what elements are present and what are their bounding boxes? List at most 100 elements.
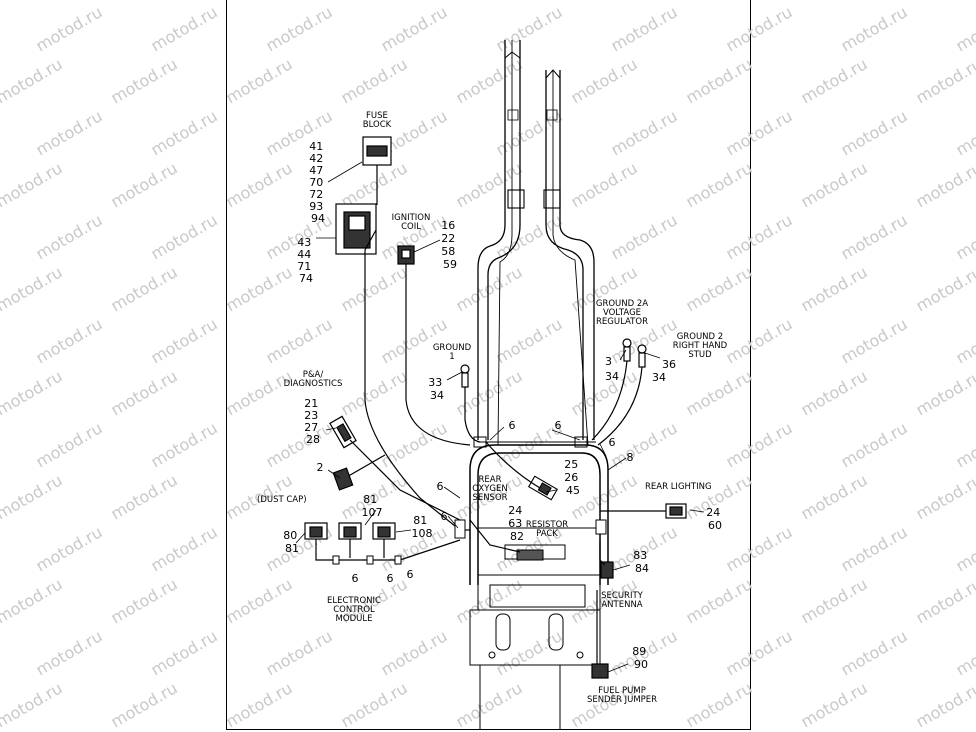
watermark-text: motod.ru [33,314,106,367]
ground-2-callouts: 36 34 [652,358,680,384]
watermark-text: motod.ru [493,106,566,159]
watermark-text: motod.ru [0,262,66,315]
resistor-pack-callouts: 24 63 82 [508,504,526,543]
watermark-text: motod.ru [913,366,976,419]
watermark-text: motod.ru [108,54,181,107]
watermark-text: motod.ru [33,626,106,679]
watermark-text: motod.ru [913,0,976,3]
ecm-callouts-b: 81 108 [412,514,433,540]
watermark-text: motod.ru [953,314,976,367]
security-antenna-icon [600,561,614,579]
watermark-text: motod.ru [378,418,451,471]
security-antenna-callouts: 83 84 [633,549,651,575]
watermark-text: motod.ru [798,54,871,107]
watermark-text: motod.ru [953,210,976,263]
watermark-text: motod.ru [223,158,296,211]
watermark-text: motod.ru [608,2,681,55]
watermark-text: motod.ru [0,678,66,731]
pa-diagnostics-label: P&A/DIAGNOSTICS [284,370,343,389]
rear-lighting-callouts: 24 60 [706,506,724,532]
relay-block-icon [335,203,377,255]
watermark-text: motod.ru [913,470,976,523]
fuse-block-icon [362,136,392,174]
watermark-text: motod.ru [108,366,181,419]
watermark-text: motod.ru [723,626,796,679]
ignition-coil-connector-icon [397,245,415,265]
relay-callouts: 43 44 71 74 [297,236,315,285]
watermark-text: motod.ru [953,522,976,575]
pa-diagnostics-connector-icon [329,415,357,449]
watermark-text: motod.ru [338,678,411,731]
watermark-text: motod.ru [953,106,976,159]
fuel-pump-jumper-icon [591,663,609,679]
dust-cap-label: (DUST CAP) [257,495,307,505]
watermark-text: motod.ru [108,158,181,211]
watermark-text: motod.ru [263,626,336,679]
ground-2a-callouts: 3 34 [605,355,619,383]
watermark-text: motod.ru [148,106,221,159]
watermark-text: motod.ru [683,574,756,627]
watermark-text: motod.ru [453,0,526,3]
watermark-text: motod.ru [798,574,871,627]
watermark-text: motod.ru [953,626,976,679]
watermark-text: motod.ru [838,626,911,679]
harness-clips [332,519,607,565]
leader-lines [295,161,705,673]
watermark-text: motod.ru [223,262,296,315]
watermark-text: motod.ru [913,574,976,627]
watermark-text: motod.ru [453,158,526,211]
watermark-text: motod.ru [913,262,976,315]
callout-8: 8 [627,451,634,464]
watermark-text: motod.ru [148,210,221,263]
watermark-text: motod.ru [0,158,66,211]
watermark-text: motod.ru [0,470,66,523]
watermark-text: motod.ru [723,2,796,55]
watermark-text: motod.ru [723,522,796,575]
callout-6-left-a: 6 [437,480,444,493]
watermark-text: motod.ru [338,0,411,3]
watermark-text: motod.ru [338,262,411,315]
oxygen-sensor-callouts: 25 26 45 [564,458,582,497]
callout-6-ecm-b: 6 [387,572,394,585]
watermark-text: motod.ru [0,0,66,3]
watermark-text: motod.ru [683,158,756,211]
watermark-text: motod.ru [953,2,976,55]
watermark-text: motod.ru [378,314,451,367]
watermark-text: motod.ru [723,418,796,471]
callout-6-top-right: 6 [555,419,562,432]
fender-assembly [469,527,601,730]
harness-wires [315,174,666,664]
watermark-text: motod.ru [108,574,181,627]
rear-lighting-connector-icon [665,503,687,519]
watermark-text: motod.ru [608,106,681,159]
watermark-text: motod.ru [223,678,296,731]
rear-oxygen-sensor-icon [527,475,559,501]
watermark-text: motod.ru [108,470,181,523]
watermark-text: motod.ru [683,678,756,731]
watermark-text: motod.ru [223,574,296,627]
watermark-text: motod.ru [798,0,871,3]
watermark-text: motod.ru [568,54,641,107]
frame-tubes [477,40,595,446]
diagram-frame [226,0,751,730]
ecm-callouts-c: 80 81 [283,529,301,555]
watermark-text: motod.ru [798,366,871,419]
watermark-text: motod.ru [838,2,911,55]
rear-frame-loop [469,436,609,585]
watermark-text: motod.ru [108,678,181,731]
watermark-text: motod.ru [798,470,871,523]
watermark-text: motod.ru [263,418,336,471]
watermark-text: motod.ru [148,418,221,471]
watermark-text: motod.ru [723,314,796,367]
watermark-text: motod.ru [378,2,451,55]
watermark-text: motod.ru [148,522,221,575]
